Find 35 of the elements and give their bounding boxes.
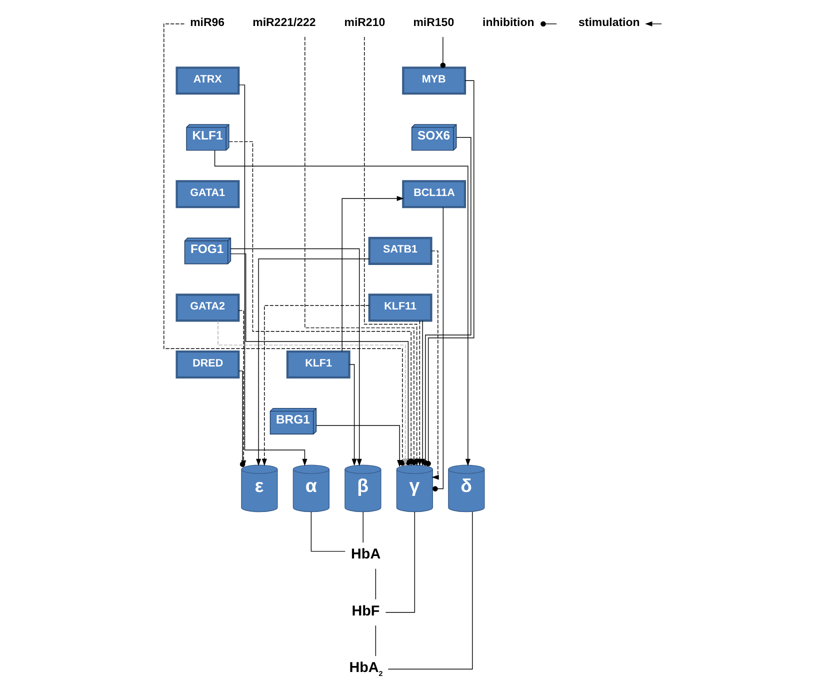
arrow (238, 84, 307, 466)
node-text: miR150 (412, 16, 454, 29)
legend-label: stimulation (578, 16, 640, 29)
arrow (261, 305, 369, 466)
node-box: KLF11 (368, 294, 432, 322)
node-box: GATA2 (175, 294, 240, 322)
node-box: GATA1 (175, 180, 240, 208)
connector (432, 206, 444, 492)
connector (374, 625, 376, 656)
arrow (348, 364, 356, 466)
node-text: miR221/222 (252, 16, 316, 29)
connector (310, 511, 346, 552)
connector (440, 36, 446, 68)
node-box: ATRX (175, 66, 240, 95)
node-text: HbA (350, 546, 380, 562)
node-text: HbA$_{2}$ (348, 660, 382, 678)
node-box: MYB (402, 66, 466, 95)
arrow (420, 320, 425, 466)
node-box: DRED (175, 350, 240, 378)
node-box: KLF1 (286, 350, 350, 378)
node-text: miR210 (344, 16, 385, 29)
arrow (430, 250, 438, 480)
connector (384, 512, 415, 613)
arrow (341, 196, 404, 352)
node-text: miR96 (190, 16, 224, 29)
node-text: HbF (351, 603, 380, 620)
arrow (230, 248, 362, 466)
arrow (256, 258, 370, 466)
connector (374, 568, 376, 600)
arrow (315, 425, 402, 468)
node-box: SATB1 (368, 236, 432, 265)
legend-label: inhibition (482, 16, 534, 29)
connector (362, 512, 363, 543)
connector (387, 512, 472, 670)
node-box: BCL11A (402, 180, 466, 208)
